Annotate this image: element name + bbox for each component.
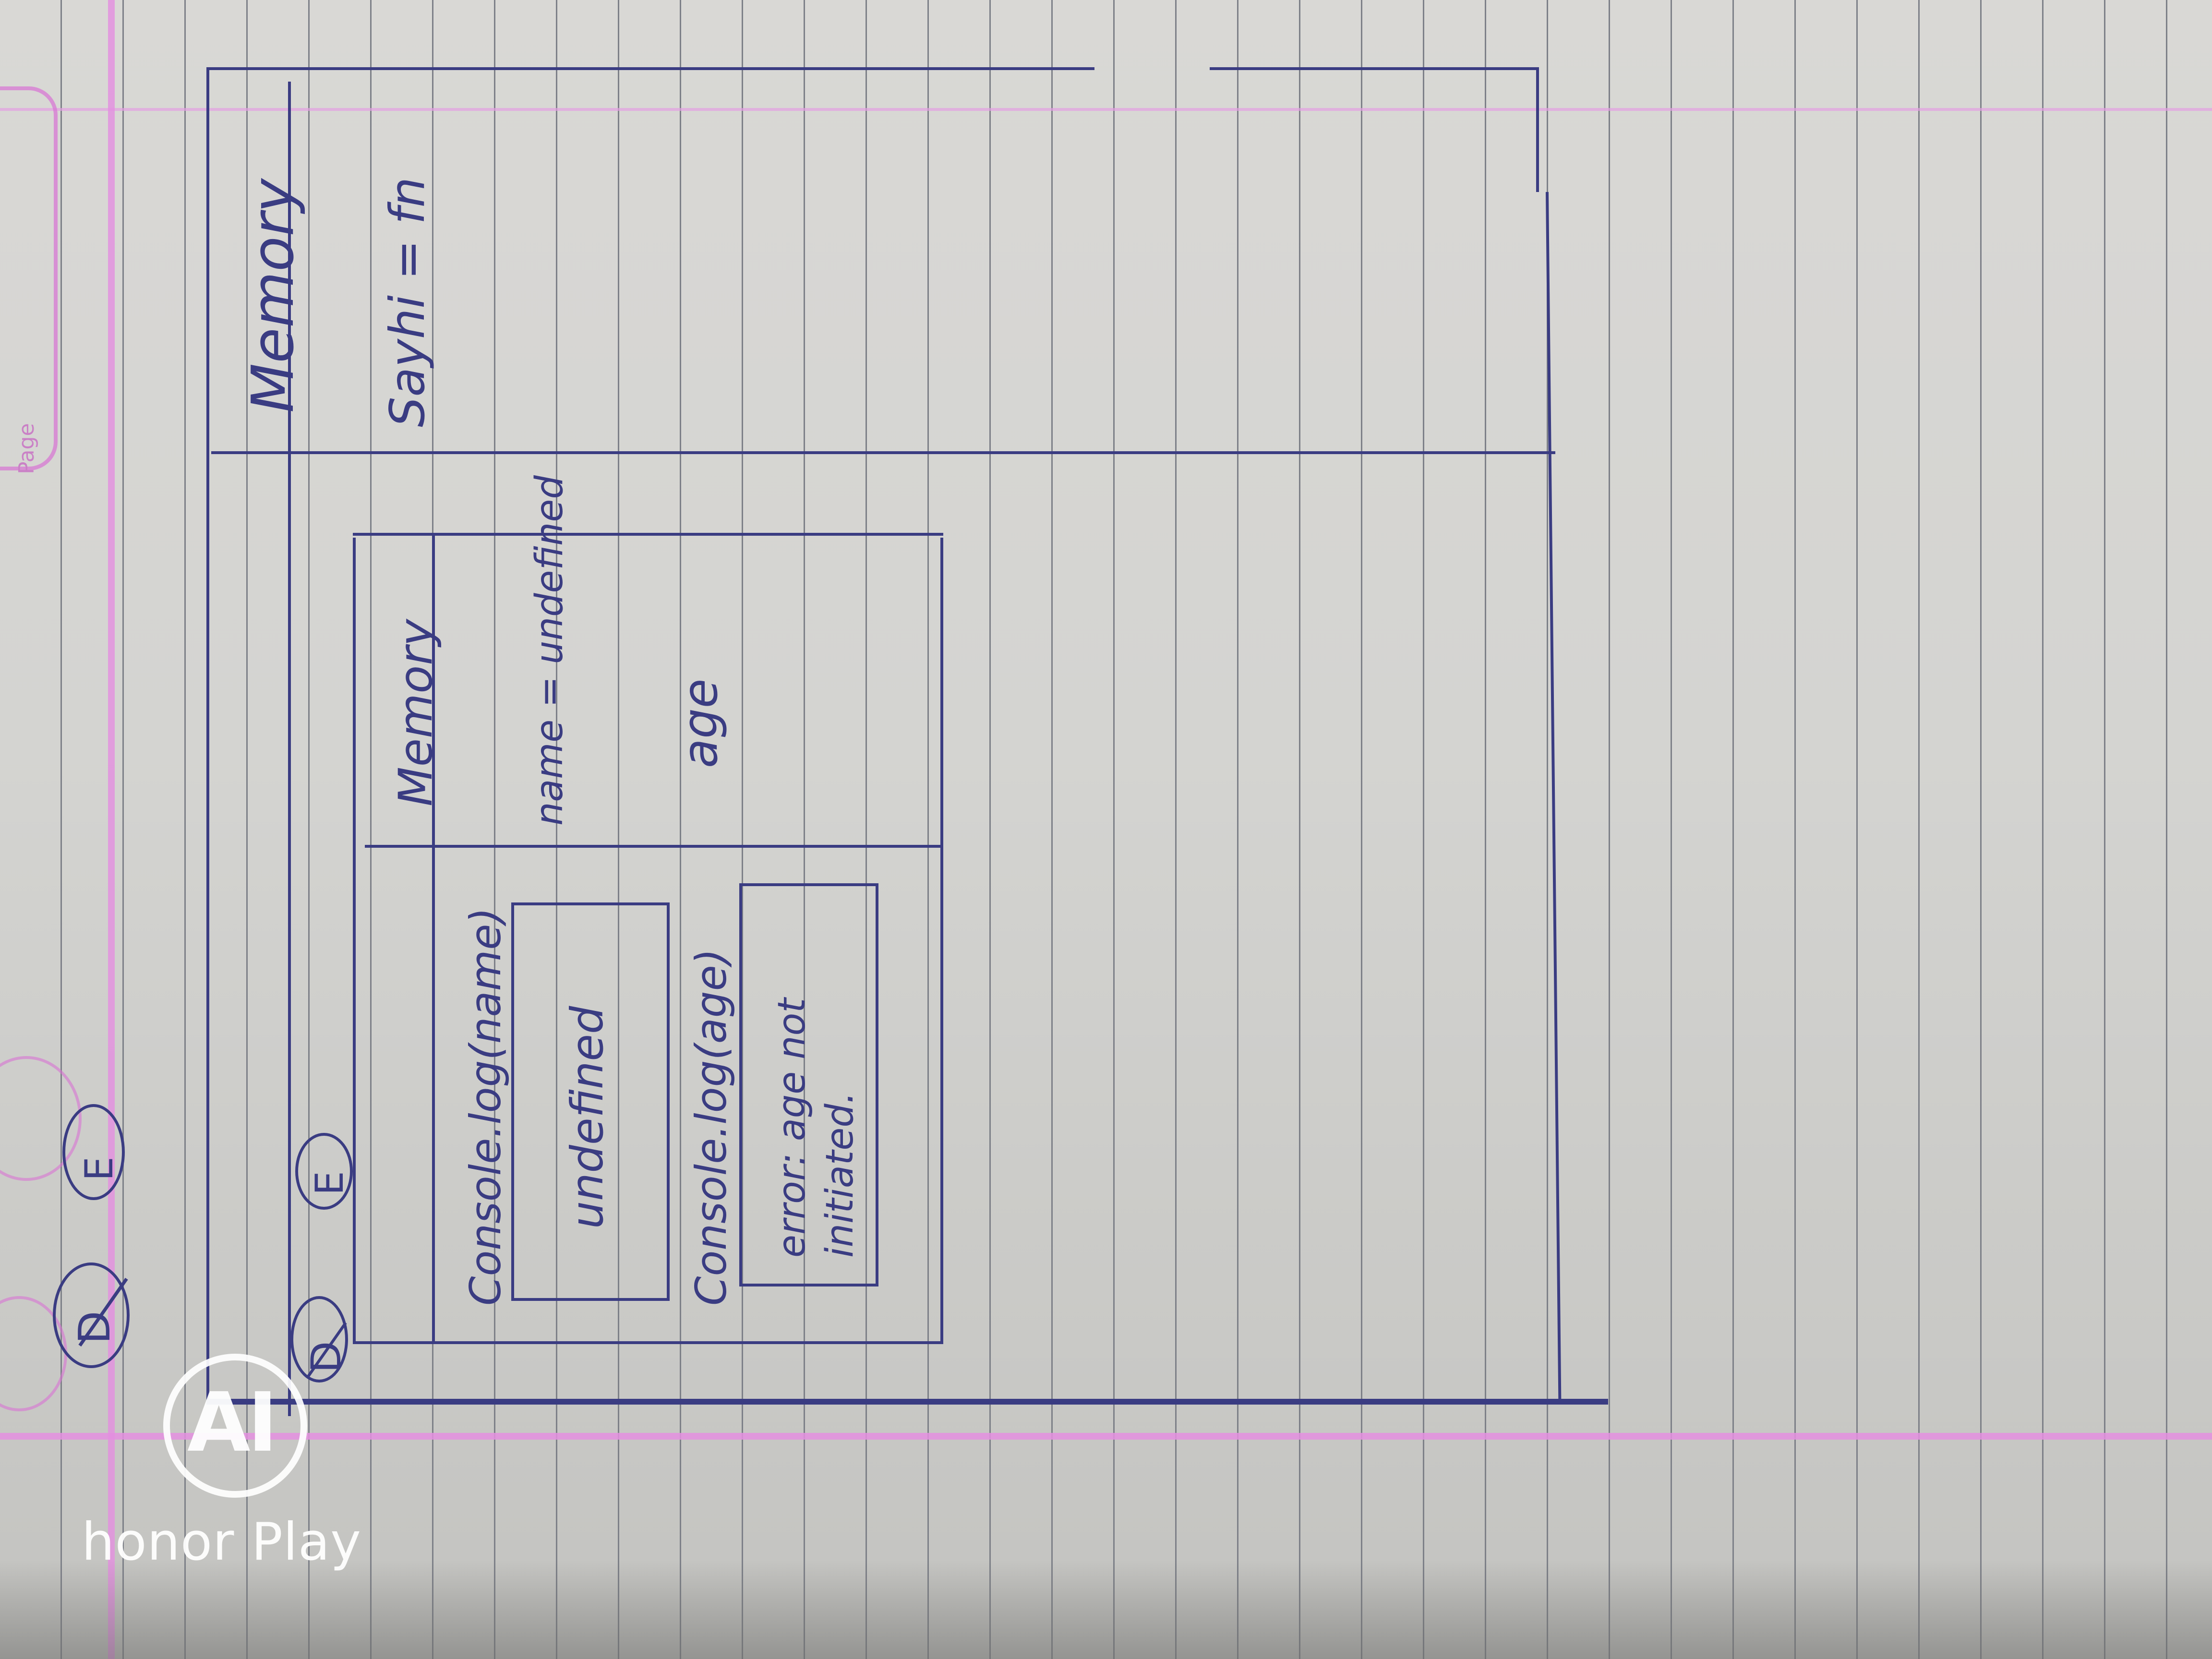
global-context-frame (206, 67, 1608, 1402)
fn-memory-divider-vertical (432, 533, 435, 1344)
camera-watermark: AI honor Play (82, 1354, 389, 1584)
fn-code-line-1: Console.log(name) (461, 907, 510, 1306)
global-frame-bottom-line (206, 1402, 1608, 1405)
fn-memory-label: Memory (389, 619, 443, 806)
margin-line-top (0, 108, 2212, 111)
ai-logo-text: AI (187, 1375, 278, 1470)
fn-output-1: undefined (562, 1006, 613, 1229)
margin-marker-d: D (70, 1310, 120, 1344)
global-memory-entry: Sayhi = fn (379, 177, 435, 427)
margin-line-bottom (0, 1433, 2212, 1440)
fn-context-frame (353, 538, 943, 1344)
margin-marker-e-circle (62, 1104, 125, 1200)
global-frame-right-line (1536, 67, 1539, 192)
global-frame-top-line (206, 67, 1094, 70)
margin-line-left (108, 0, 115, 1659)
fn-code-line-2: Console.log(age) (686, 948, 736, 1306)
global-memory-divider-vertical (288, 82, 291, 1416)
global-memory-label: Memory (240, 178, 307, 413)
fn-output-2: error: age not initiated. (770, 998, 862, 1258)
fn-marker-e-circle (295, 1133, 353, 1210)
global-frame-top-line-2 (1210, 67, 1536, 70)
fn-output-box-2 (739, 883, 878, 1286)
fn-marker-e: E (307, 1171, 352, 1195)
brand-text: honor Play (82, 1512, 362, 1572)
fn-memory-entry-age: age (672, 678, 728, 768)
fn-context-top-line (353, 533, 943, 536)
page-fold-shadow (0, 1560, 2212, 1659)
fn-memory-divider-horizontal (365, 845, 941, 848)
margin-page-tab-label: Page (14, 423, 39, 474)
fn-output-box-1 (511, 902, 670, 1301)
margin-marker-e: E (77, 1156, 121, 1181)
fn-memory-entry-name: name = undefined (528, 475, 571, 826)
global-memory-divider-horizontal (211, 451, 1555, 454)
margin-page-tab: Page (0, 86, 58, 474)
margin-marker-d-circle (53, 1262, 130, 1368)
global-marker-d-circle (290, 1296, 348, 1382)
